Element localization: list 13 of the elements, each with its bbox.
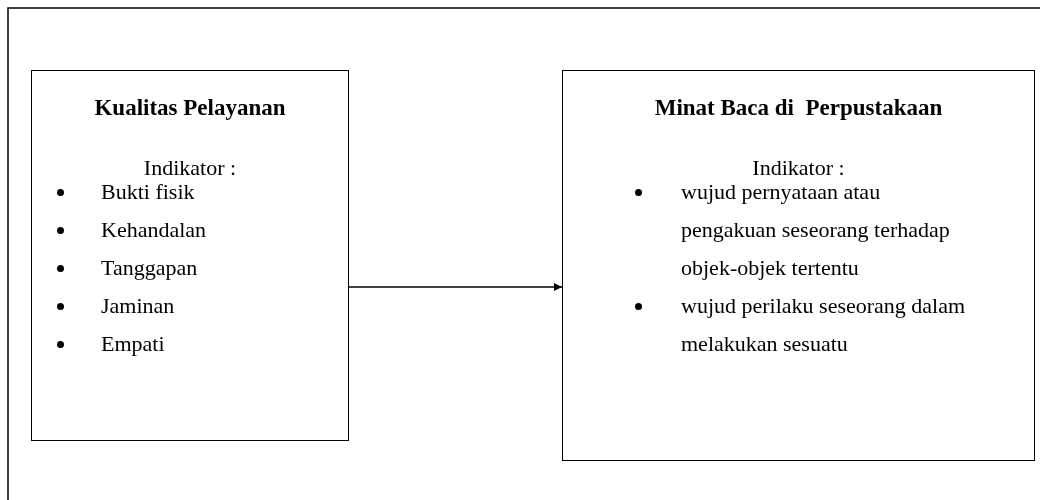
bullet-item: Jaminan: [101, 292, 176, 320]
arrow: [348, 283, 563, 291]
box-title: Minat Baca di Perpustakaan: [653, 95, 944, 121]
indicator-heading: Indikator :: [751, 155, 846, 181]
bullet-item: wujud perilaku seseorang dalam melakukan sesuatu: [681, 292, 967, 358]
box-title: Kualitas Pelayanan: [93, 95, 287, 121]
indicator-heading: Indikator :: [142, 155, 238, 181]
bullet-item: Tanggapan: [101, 254, 199, 282]
bullet-item: Empati: [101, 330, 166, 358]
indicator-box: [31, 70, 349, 441]
bullet-item: Kehandalan: [101, 216, 208, 244]
indicator-box: [562, 70, 1035, 461]
bullet-item: Bukti fisik: [101, 178, 196, 206]
